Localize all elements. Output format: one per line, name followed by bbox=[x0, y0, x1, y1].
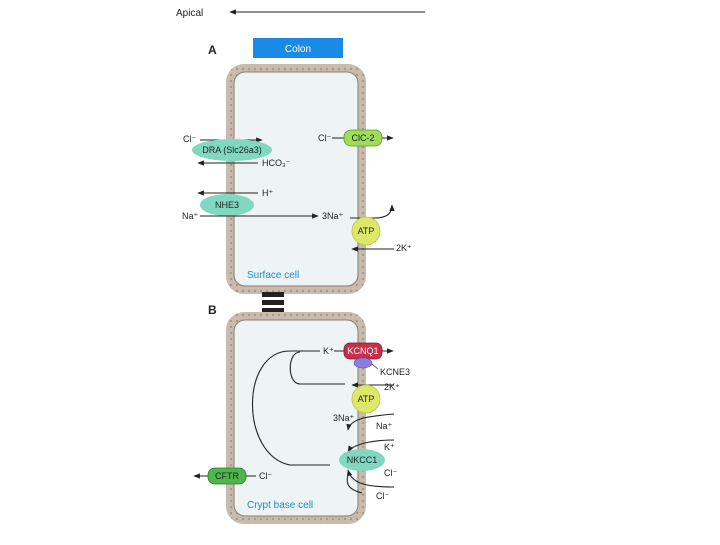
nkcc1-cl-arrow bbox=[346, 469, 395, 488]
kcnq1-label: KCNQ1 bbox=[347, 346, 378, 356]
colon-header: Colon bbox=[253, 38, 343, 58]
nkcc1-label: NKCC1 bbox=[347, 455, 378, 465]
atp-b-na-arrow bbox=[346, 413, 395, 431]
kcne3-pointer bbox=[371, 363, 379, 370]
atp-b-na-label: 3Na⁺ bbox=[333, 413, 355, 423]
dra-transporter: Cl⁻ DRA (Slc26a3) HCO₃⁻ bbox=[183, 134, 291, 168]
atp-a-circle bbox=[351, 216, 381, 246]
nkcc1-na-label: Na⁺ bbox=[376, 421, 393, 431]
cftr-cl-label: Cl⁻ bbox=[259, 471, 272, 481]
cftr-channel: Cl⁻ CFTR bbox=[193, 467, 272, 485]
k-recycle-loop-inner bbox=[289, 351, 345, 385]
surface-cell-membrane bbox=[226, 64, 366, 294]
dra-label: DRA (Slc26a3) bbox=[202, 145, 262, 155]
nkcc1-ellipse bbox=[339, 449, 385, 471]
nkcc1-cl-label: Cl⁻ bbox=[384, 468, 397, 478]
surface-cell-label: Surface cell bbox=[247, 270, 299, 281]
atp-b-circle bbox=[351, 384, 381, 414]
panel-b-letter: B bbox=[208, 303, 217, 317]
atp-b-label: ATP bbox=[358, 394, 375, 404]
apical-label: Apical bbox=[176, 8, 203, 19]
colon-box bbox=[253, 38, 343, 58]
atp-b-k-label: 2K⁺ bbox=[384, 382, 400, 392]
kcne3-subunit bbox=[353, 357, 373, 369]
nkcc1-cl-recycle bbox=[346, 474, 363, 494]
atp-pump-a: 3Na⁺ ATP 2K⁺ bbox=[322, 204, 412, 253]
clc2-rect bbox=[343, 129, 383, 147]
atp-a-label: ATP bbox=[358, 226, 375, 236]
dra-hco3-label: HCO₃⁻ bbox=[262, 158, 291, 168]
cftr-rect bbox=[207, 467, 247, 485]
tight-junction-stripe-1 bbox=[262, 297, 284, 300]
tight-junction-stripe-2 bbox=[262, 305, 284, 308]
k-recycle-loop-outer bbox=[252, 350, 330, 466]
nkcc1-transporter: Na⁺ K⁺ NKCC1 Cl⁻ Cl⁻ bbox=[339, 421, 397, 501]
surface-cell-inner-border bbox=[233, 71, 359, 287]
nhe3-ellipse bbox=[200, 194, 254, 216]
nkcc1-k-label: K⁺ bbox=[384, 442, 395, 452]
tight-junction bbox=[262, 292, 284, 314]
cftr-label: CFTR bbox=[215, 471, 239, 481]
panel-a-cell bbox=[226, 64, 366, 294]
crypt-cell-inner-border bbox=[233, 319, 359, 517]
dra-ellipse bbox=[192, 139, 272, 161]
crypt-cell-label: Crypt base cell bbox=[247, 500, 313, 511]
nkcc1-in-arrow bbox=[347, 439, 395, 453]
nkcc1-cl-bottom-label: Cl⁻ bbox=[376, 491, 389, 501]
kcnq1-channel: K⁺ KCNQ1 KCNE3 bbox=[323, 342, 410, 377]
nhe3-na-label: Na⁺ bbox=[182, 211, 199, 221]
atp-a-k-label: 2K⁺ bbox=[396, 243, 412, 253]
kcnq1-k-label: K⁺ bbox=[323, 346, 334, 356]
panel-a-letter: A bbox=[208, 43, 217, 57]
nhe3-h-label: H⁺ bbox=[262, 188, 273, 198]
colon-label: Colon bbox=[285, 44, 311, 55]
clc2-channel: Cl⁻ ClC-2 bbox=[318, 129, 394, 147]
nhe3-label: NHE3 bbox=[215, 200, 239, 210]
clc2-label: ClC-2 bbox=[351, 133, 374, 143]
dra-cl-label: Cl⁻ bbox=[183, 134, 196, 144]
atp-pump-b: 2K⁺ ATP 3Na⁺ bbox=[333, 382, 400, 431]
kcne3-label: KCNE3 bbox=[380, 367, 410, 377]
apical-indicator: Apical bbox=[176, 8, 425, 19]
nhe3-transporter: H⁺ NHE3 Na⁺ bbox=[182, 188, 319, 221]
clc2-cl-label: Cl⁻ bbox=[318, 133, 331, 143]
atp-a-na-arrow bbox=[350, 204, 395, 219]
atp-a-na-label: 3Na⁺ bbox=[322, 211, 344, 221]
